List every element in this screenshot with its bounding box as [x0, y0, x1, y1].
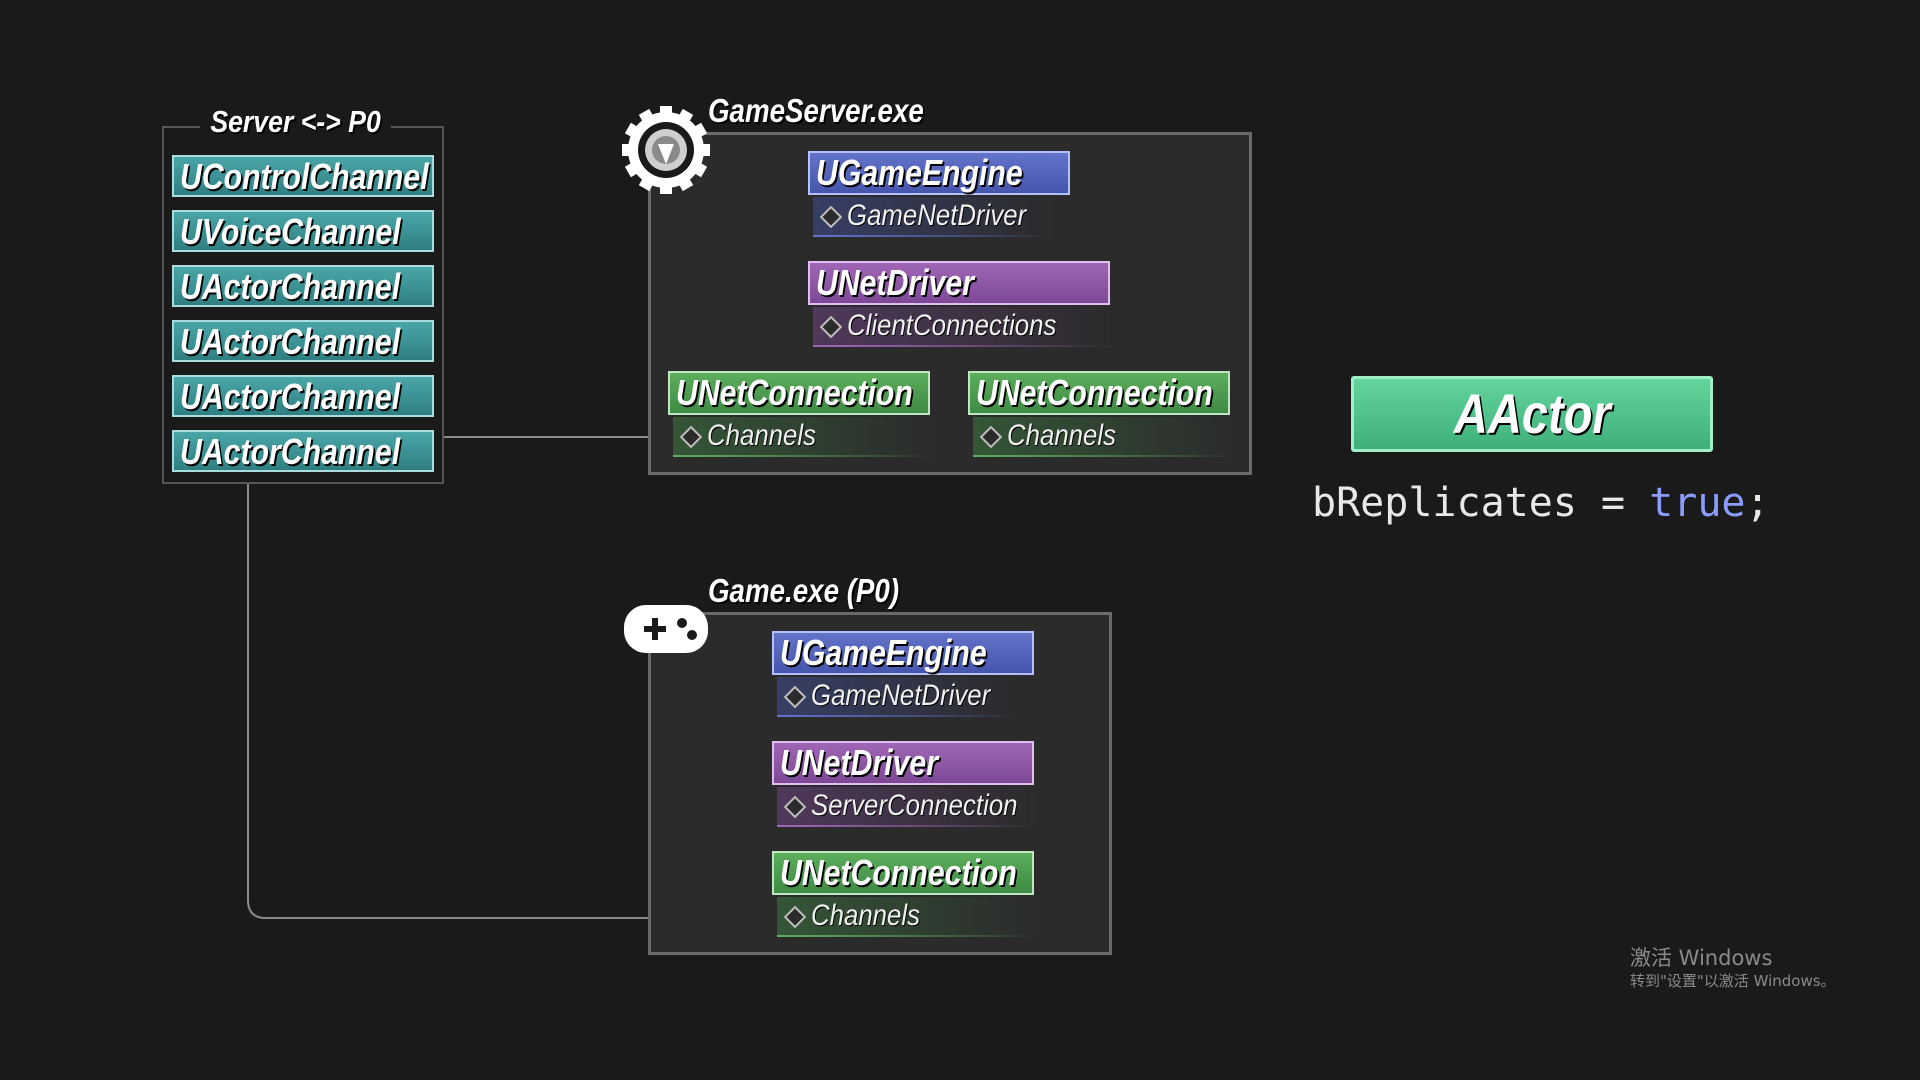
game-client-connection: UNetConnection [772, 851, 1034, 895]
diamond-icon [819, 315, 843, 339]
game-server-engine: UGameEngine [808, 151, 1070, 195]
gear-badge-icon [622, 106, 710, 194]
game-client-engine: UGameEngine [772, 631, 1034, 675]
game-server-connection: UNetConnection [968, 371, 1230, 415]
game-server-driver-prop: ClientConnections [813, 307, 1113, 347]
game-server-connection-prop: Channels [973, 417, 1235, 457]
activation-watermark-subtitle: 转到"设置"以激活 Windows。 [1630, 972, 1836, 990]
replicates-code: bReplicates = true; [1312, 480, 1770, 526]
diamond-icon [679, 425, 703, 449]
game-client-title: Game.exe (P0) [708, 572, 900, 609]
diamond-icon [783, 905, 807, 929]
channel-item: UActorChannel [172, 430, 434, 472]
channel-list-title: Server <-> P0 [200, 104, 392, 140]
channel-item: UActorChannel [172, 375, 434, 417]
game-client-driver: UNetDriver [772, 741, 1034, 785]
diamond-icon [979, 425, 1003, 449]
game-server-title: GameServer.exe [708, 92, 924, 129]
game-server-engine-prop: GameNetDriver [813, 197, 1053, 237]
activation-watermark-title: 激活 Windows [1630, 946, 1773, 970]
game-client-engine-prop: GameNetDriver [777, 677, 1017, 717]
game-client-driver-prop: ServerConnection [777, 787, 1037, 827]
game-server-connection: UNetConnection [668, 371, 930, 415]
channel-item: UActorChannel [172, 265, 434, 307]
gamepad-icon [624, 605, 708, 653]
game-server-driver: UNetDriver [808, 261, 1110, 305]
channel-item: UVoiceChannel [172, 210, 434, 252]
game-server-connection-prop: Channels [673, 417, 935, 457]
channel-item: UControlChannel [172, 155, 434, 197]
channel-item: UActorChannel [172, 320, 434, 362]
diamond-icon [783, 795, 807, 819]
aactor-box: AActor [1351, 376, 1713, 452]
diamond-icon [819, 205, 843, 229]
game-client-connection-prop: Channels [777, 897, 1039, 937]
diamond-icon [783, 685, 807, 709]
